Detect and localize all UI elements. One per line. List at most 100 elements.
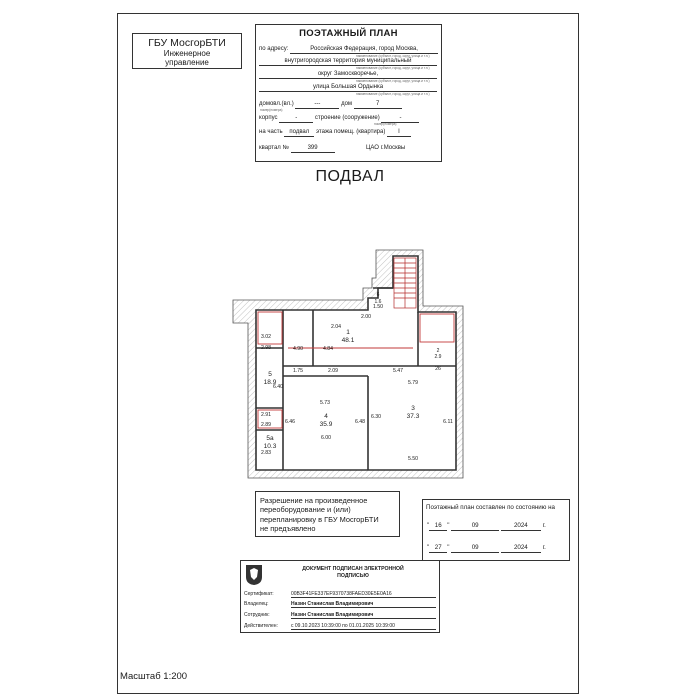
address-hint-3: наименование (субъект, город, округ, ули… (356, 79, 430, 83)
address-line-2: внутригородская территория муниципальный (259, 57, 437, 66)
dim-label: 2.09 (328, 368, 338, 374)
part-value: подвал (284, 128, 315, 137)
valid-label: Действителен: (244, 623, 278, 629)
basement-outline (255, 255, 457, 471)
address-line-4: улица Большая Ордынка (259, 83, 437, 92)
dom-value: 7 (353, 100, 402, 109)
dom-label: дом (341, 101, 353, 107)
kvartal-value: 399 (290, 144, 335, 153)
dim-label: 5.73 (320, 400, 330, 406)
address-line-1: Российская Федерация, город Москва, (290, 45, 439, 54)
address-hint-4: наименование (субъект, город, округ, ули… (356, 92, 430, 96)
dim-label: 2.04 (331, 324, 341, 330)
room-6-id: 6 (377, 292, 380, 298)
room-4-area: 35.9 (320, 421, 333, 428)
dim-label: 5.47 (393, 368, 403, 374)
signature-title-1: ДОКУМЕНТ ПОДПИСАН ЭЛЕКТРОННОЙ (302, 566, 404, 572)
scale-label: Масштаб 1:200 (120, 671, 188, 682)
permission-line-2: переоборудование и (или) (260, 505, 351, 515)
permission-line-1: Разрешение на произведенное (260, 496, 368, 505)
state-date-2: "27" 09 2024 г. (427, 544, 546, 553)
room-3-id: 3 (411, 405, 415, 412)
dim-label: 4.84 (323, 346, 333, 352)
plan-header-form: ПОЭТАЖНЫЙ ПЛАН по адресу: Российская Фед… (255, 24, 442, 162)
dim-label: 5.50 (408, 456, 418, 462)
part-row: на часть подвал этажа помещ. (квартира) … (259, 128, 412, 137)
employee-label: Сотрудник: (244, 612, 270, 618)
employee-value: Назин Станислав Владимирович (291, 612, 436, 619)
dim-label: 2.00 (361, 314, 371, 320)
organization-department-2: управление (165, 58, 209, 67)
stroenie-label: строение (сооружение) (314, 115, 380, 121)
stroenie-value: - (381, 114, 420, 123)
certificate-value: 00B3F41FE337EF9370738FAED30E5E0A16 (291, 591, 436, 598)
dim-label: 6.11 (443, 419, 453, 425)
dim-label: 6.00 (321, 435, 331, 441)
korpus-row: корпус - строение (сооружение) - (259, 114, 420, 123)
cao-label: ЦАО г.Москвы (365, 145, 406, 151)
address-row-3: округ Замоскворечье, (259, 70, 437, 79)
dim-label: 1.50 (373, 304, 383, 310)
address-row: по адресу: Российская Федерация, город М… (259, 45, 439, 54)
owner-value: Назин Станислав Владимирович (291, 601, 436, 608)
organization-box: ГБУ МосгорБТИ Инженерное управление (132, 33, 242, 69)
floor-title: ПОДВАЛ (315, 168, 385, 185)
dim-label: 6.48 (355, 419, 365, 425)
room-1-area: 48.1 (342, 337, 355, 344)
room-6-area: 1.6 (375, 299, 382, 305)
date-1-day: 16 (429, 522, 448, 531)
dim-label: 2.98 (261, 345, 271, 351)
valid-value: с 09.10.2023 10:39:00 по 01.01.2025 10:3… (291, 623, 436, 630)
year-suffix: г. (542, 544, 546, 551)
room-4-id: 4 (324, 413, 328, 420)
permission-note: Разрешение на произведенное переоборудов… (255, 491, 400, 537)
korpus-label: корпус (259, 115, 278, 121)
date-1-month: 09 (451, 522, 500, 531)
room-5-id: 5 (268, 371, 272, 378)
floor-plan-drawing: 1 48.1 3 37.3 4 35.9 5 18.9 5а 10.3 6 1.… (232, 249, 464, 479)
staircase (393, 257, 417, 309)
dim-label: 2.89 (261, 422, 271, 428)
room-5a-id: 5а (266, 435, 274, 442)
certificate-label: Сертификат: (244, 591, 274, 597)
kvartal-row: квартал № 399 ЦАО г.Москвы (259, 144, 405, 153)
dim-label: 2.91 (261, 412, 271, 418)
date-2-month: 09 (451, 544, 500, 553)
dim-label: 4.90 (293, 346, 303, 352)
dim-label: 6.30 (371, 414, 381, 420)
address-row-4: улица Большая Ордынка (259, 83, 437, 92)
state-date-1: "16" 09 2024 г. (427, 522, 546, 531)
house-row: домовл.(вл.) --- дом 7 (259, 100, 402, 109)
room-2-id: 2 (437, 348, 440, 354)
kvartal-label: квартал № (259, 145, 289, 151)
plan-title: ПОЭТАЖНЫЙ ПЛАН (299, 28, 398, 39)
address-label: по адресу: (259, 46, 289, 52)
house-value: --- (295, 100, 340, 109)
house-label: домовл.(вл.) (259, 101, 294, 107)
house-hint: номер(номера) (260, 108, 283, 112)
permission-line-3: перепланировку в ГБУ МосгорБТИ (260, 514, 379, 524)
coat-of-arms-icon (246, 565, 262, 585)
dim-label: 26 (435, 366, 441, 372)
dim-label: 6.40 (273, 384, 283, 390)
owner-label: Владелец: (244, 601, 269, 607)
organization-name: ГБУ МосгорБТИ (148, 37, 226, 49)
electronic-signature-box: ДОКУМЕНТ ПОДПИСАН ЭЛЕКТРОННОЙ ПОДПИСЬЮ С… (240, 560, 440, 633)
date-2-day: 27 (429, 544, 448, 553)
state-title: Поэтажный план составлен по состоянию на (426, 504, 555, 511)
address-hint-2: наименование (субъект, город, округ, ули… (356, 66, 430, 70)
dim-label: 2.83 (261, 450, 271, 456)
room-3-area: 37.3 (407, 413, 420, 420)
address-line-3: округ Замоскворечье, (259, 70, 437, 79)
year-suffix: г. (542, 522, 546, 529)
part-label: на часть (259, 129, 283, 135)
dim-label: 5.79 (408, 380, 418, 386)
permission-line-4: не предъявлено (260, 524, 316, 534)
room-1-id: 1 (346, 329, 350, 336)
room-2-area: 2.9 (435, 354, 442, 360)
part-room: I (387, 128, 412, 137)
state-date-box: Поэтажный план составлен по состоянию на… (422, 499, 570, 561)
dim-label: 1.75 (293, 368, 303, 374)
address-row-2: внутригородская территория муниципальный (259, 57, 437, 66)
korpus-value: - (279, 114, 314, 123)
